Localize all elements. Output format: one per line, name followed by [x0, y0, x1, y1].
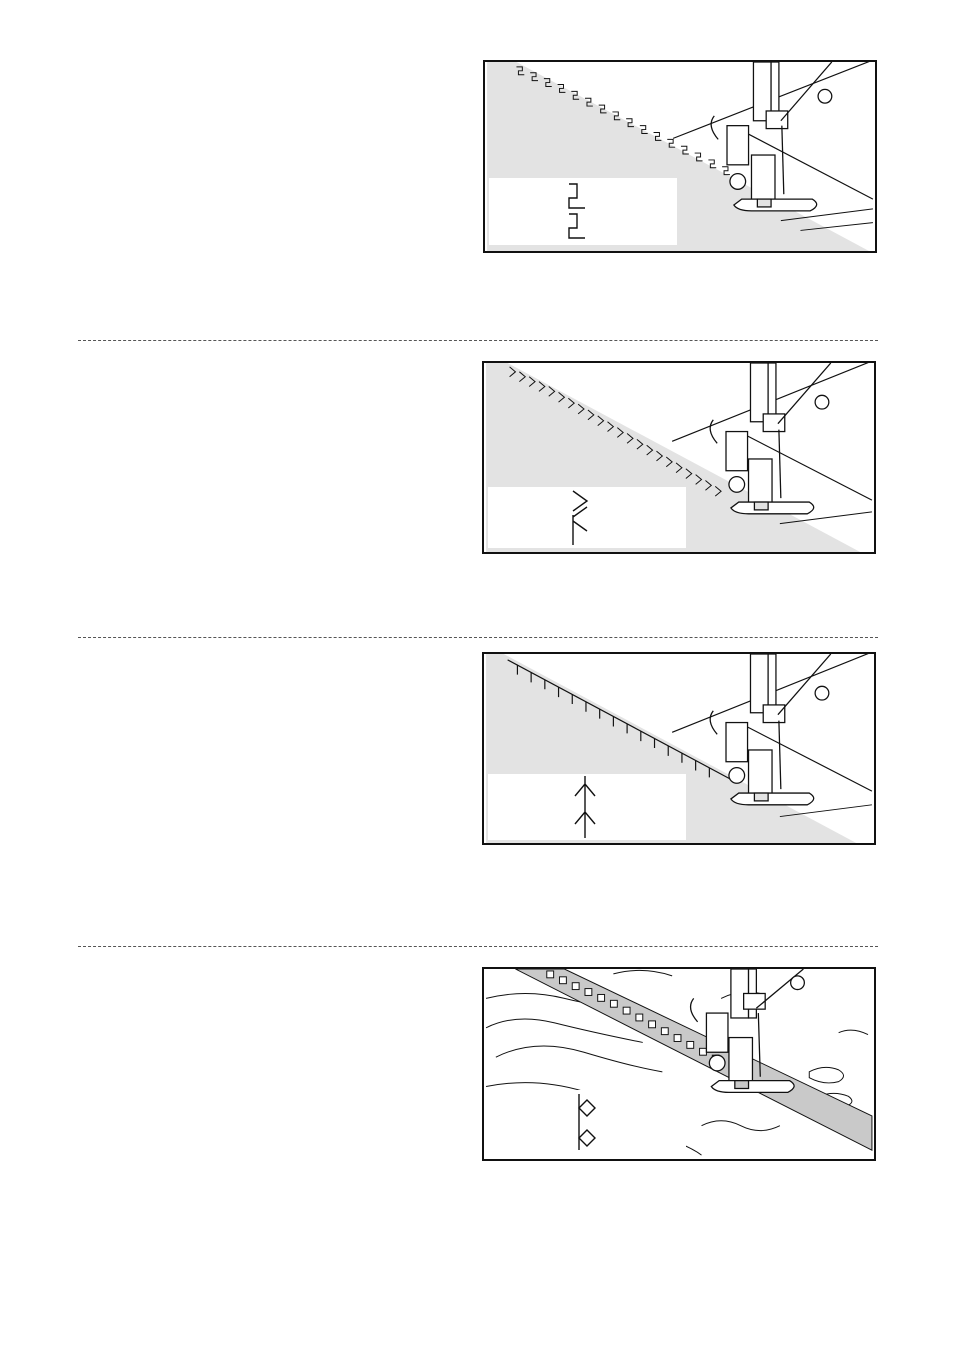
- diamond-stitch-icon: [488, 1090, 686, 1154]
- illustration-panel-greek-key: [483, 60, 877, 253]
- stitch-legend-box: [488, 774, 686, 840]
- greek-key-stitch-icon: [489, 178, 677, 245]
- section-divider-1: [78, 340, 878, 341]
- illustration-panel-diamond: [482, 967, 876, 1161]
- stitch-legend-box: [488, 1090, 686, 1154]
- section-divider-2: [78, 637, 878, 638]
- illustration-panel-zigzag: [482, 361, 876, 554]
- feather-stitch-icon: [488, 774, 686, 840]
- illustration-panel-feather: [482, 652, 876, 845]
- stitch-legend-box: [488, 487, 686, 548]
- zigzag-chevron-stitch-icon: [488, 487, 686, 548]
- section-divider-3: [78, 946, 878, 947]
- stitch-legend-box: [489, 178, 677, 245]
